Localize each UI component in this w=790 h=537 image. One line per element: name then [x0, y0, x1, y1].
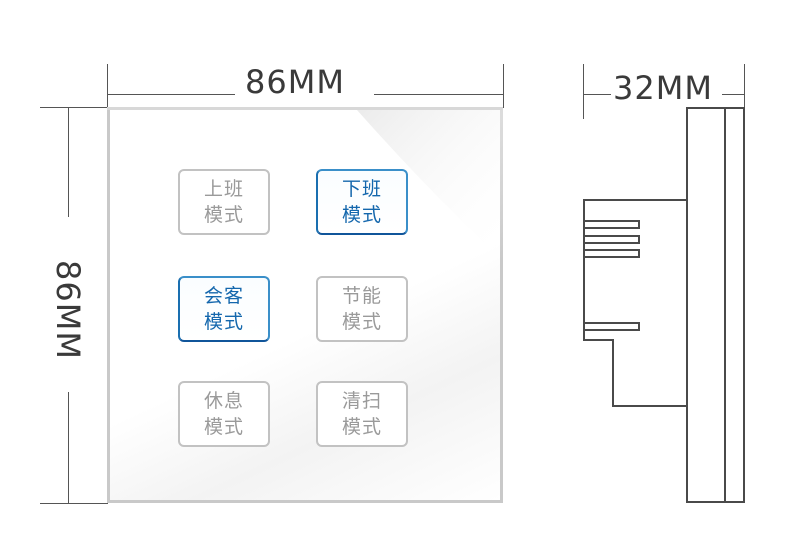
width-line-left — [107, 94, 235, 95]
mode-key-label-line1: 会客 — [203, 285, 244, 307]
mode-key-label-line1: 下班 — [341, 178, 382, 200]
side-panel-body — [686, 107, 726, 503]
mode-key-label-line2: 模式 — [341, 204, 382, 226]
depth-ext-left — [583, 64, 584, 119]
mode-key-6[interactable]: 清扫模式 — [316, 381, 408, 447]
mode-key-label-line2: 模式 — [203, 416, 244, 438]
terminal-pin-2 — [583, 235, 640, 244]
mode-key-label-line1: 节能 — [341, 285, 382, 307]
depth-ext-right — [744, 64, 745, 119]
terminal-pin-1 — [583, 220, 640, 229]
mode-key-5[interactable]: 休息模式 — [178, 381, 270, 447]
height-ext-bottom — [40, 503, 108, 504]
panel-top-edge — [107, 107, 503, 110]
height-ext-top — [40, 107, 108, 108]
mode-key-label-line2: 模式 — [203, 204, 244, 226]
side-lower-step — [612, 339, 688, 407]
terminal-pin-3 — [583, 249, 640, 258]
depth-line-left — [583, 94, 611, 95]
depth-line-right — [722, 94, 745, 95]
mode-key-label-line1: 清扫 — [341, 390, 382, 412]
mode-key-label-line2: 模式 — [203, 311, 244, 333]
mode-key-1[interactable]: 上班模式 — [178, 169, 270, 235]
terminal-pin-4 — [583, 322, 640, 331]
mode-key-label-line1: 上班 — [203, 178, 244, 200]
width-ext-right — [503, 64, 504, 108]
mode-key-4[interactable]: 节能模式 — [316, 276, 408, 342]
mode-key-label-line2: 模式 — [341, 311, 382, 333]
switch-panel-front — [107, 107, 503, 503]
mode-key-label-line2: 模式 — [341, 416, 382, 438]
height-label: 86MM — [49, 260, 87, 360]
side-panel-face — [724, 107, 745, 503]
mode-key-label-line1: 休息 — [203, 390, 244, 412]
mode-key-3[interactable]: 会客模式 — [178, 276, 270, 342]
height-line-bottom — [68, 392, 69, 504]
width-line-right — [374, 94, 504, 95]
width-label: 86MM — [245, 63, 345, 101]
mode-key-2[interactable]: 下班模式 — [316, 169, 408, 235]
width-ext-left — [107, 64, 108, 108]
depth-label: 32MM — [613, 69, 713, 107]
height-line-top — [68, 107, 69, 217]
